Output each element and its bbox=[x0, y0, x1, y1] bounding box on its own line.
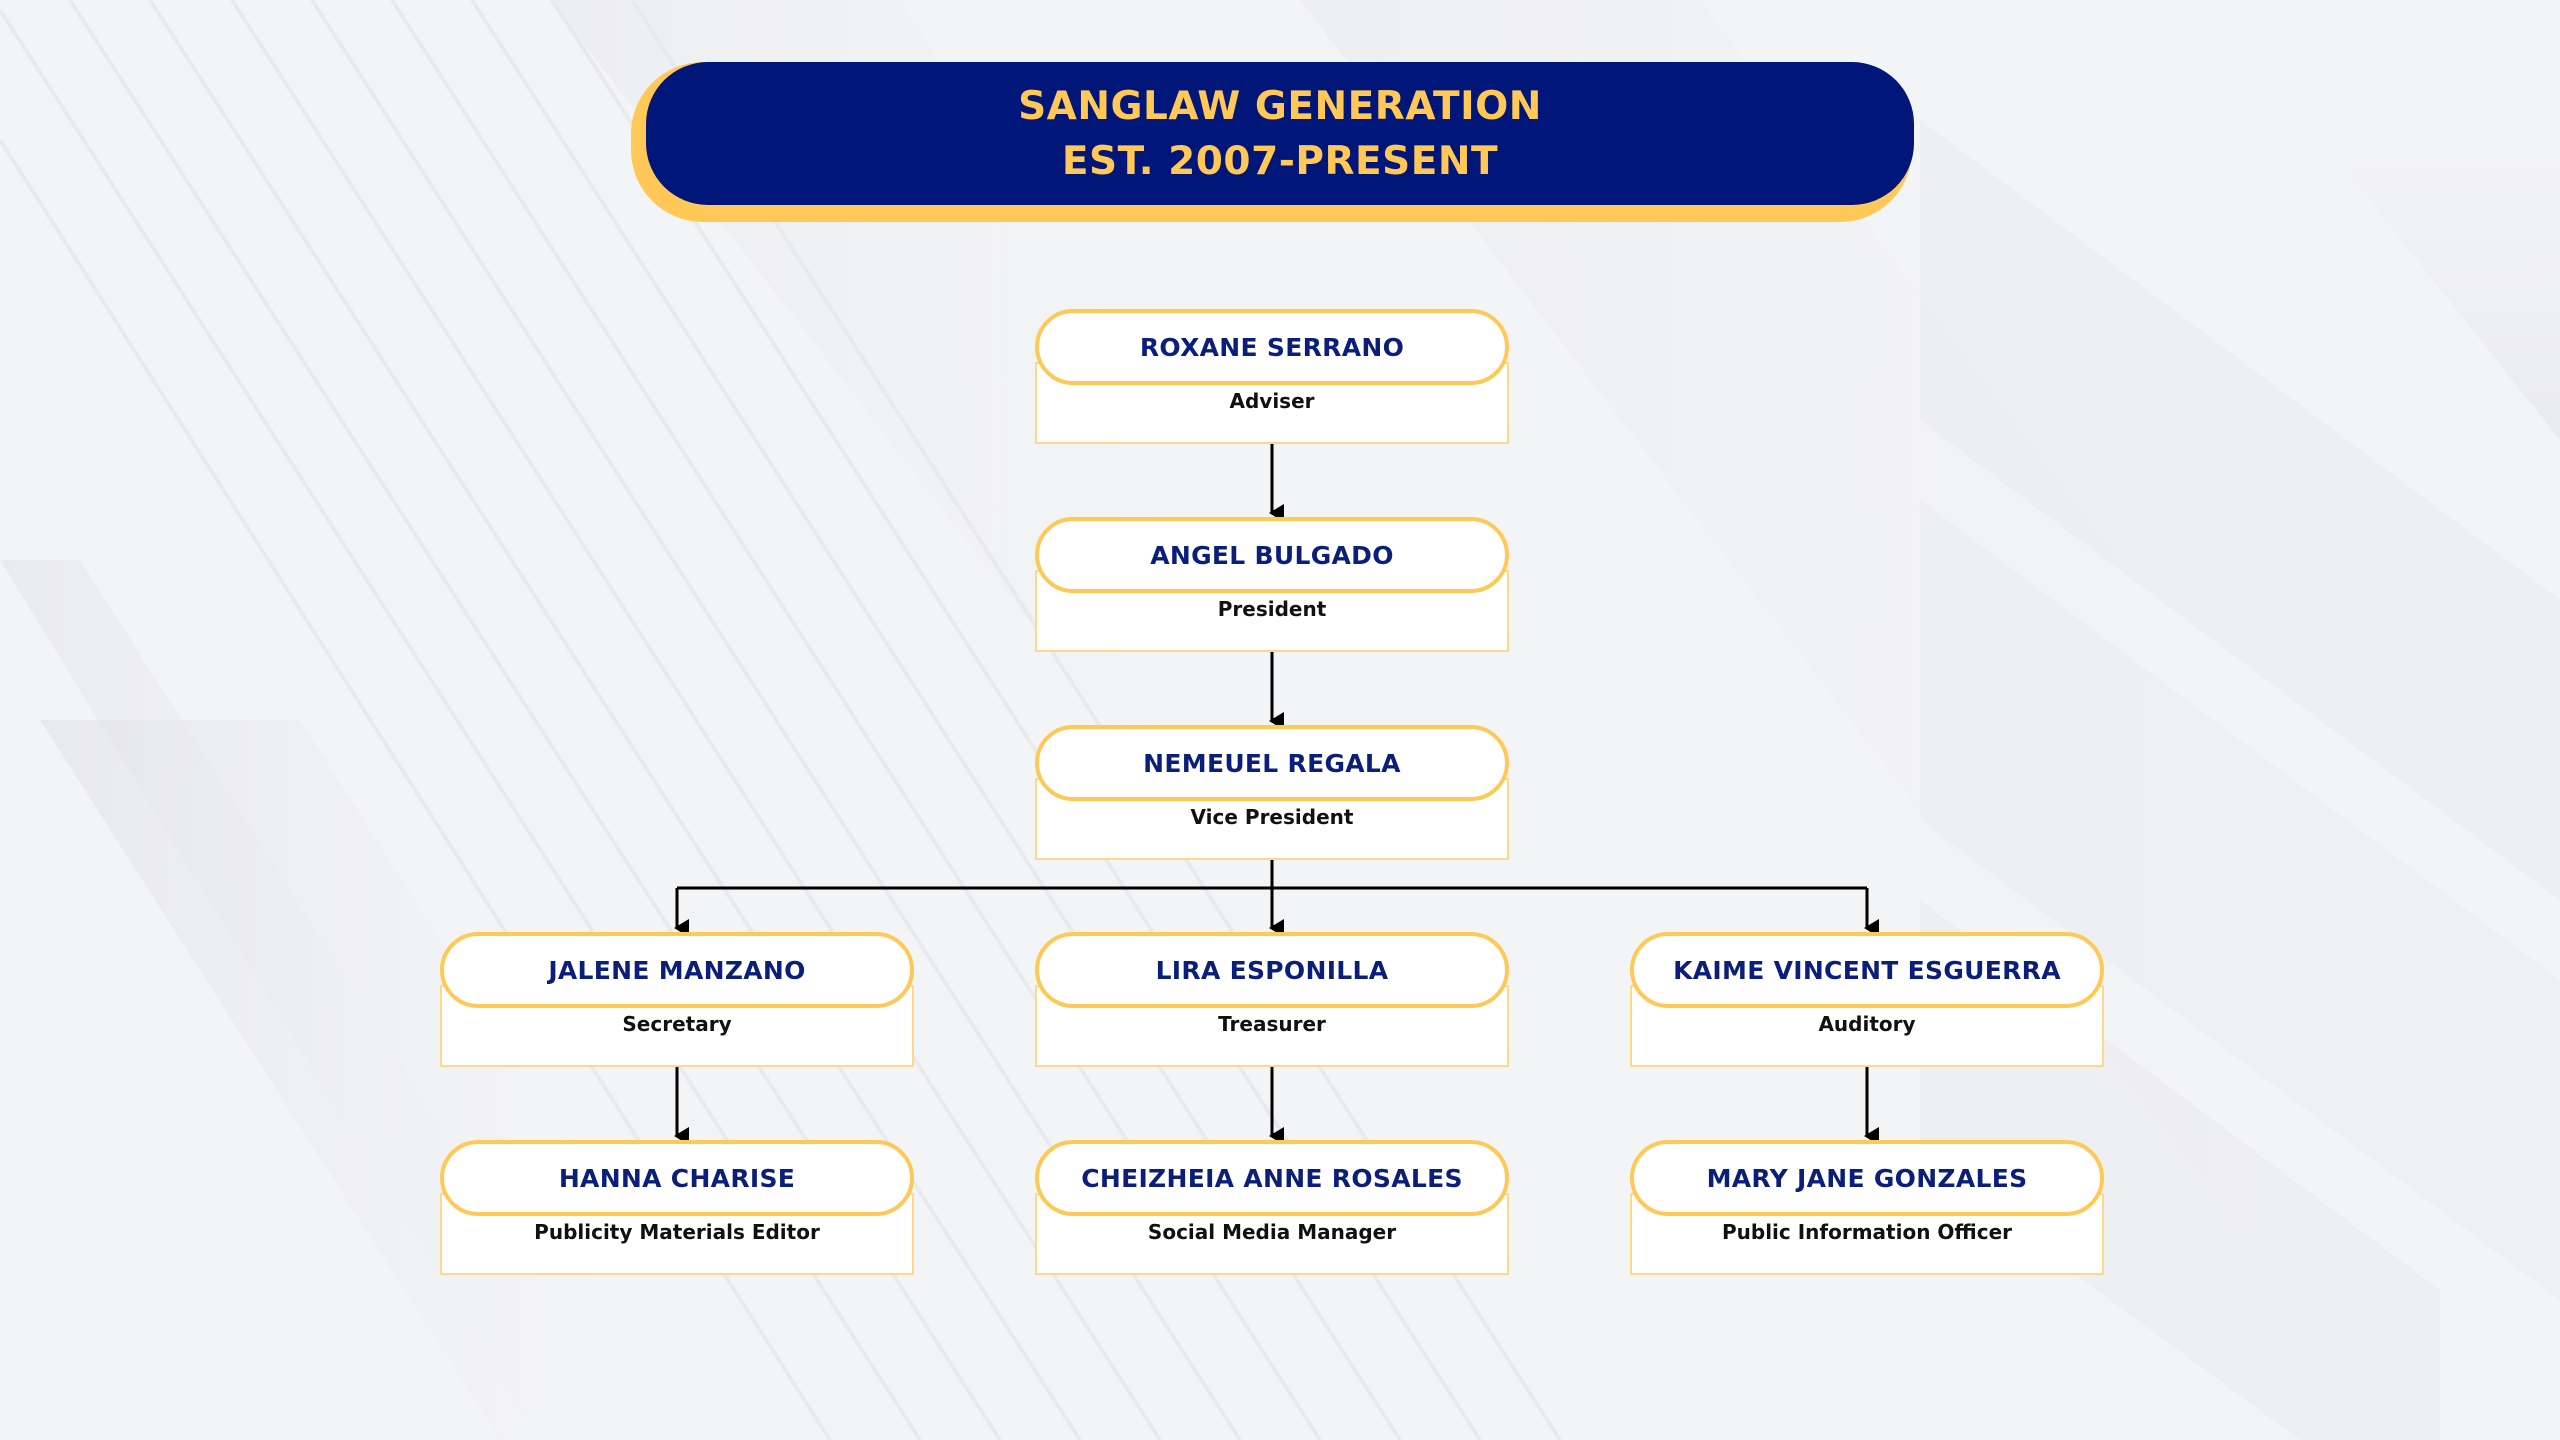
node-president: ANGEL BULGADO President bbox=[1035, 517, 1509, 652]
member-role: Publicity Materials Editor bbox=[534, 1220, 820, 1244]
member-name: HANNA CHARISE bbox=[440, 1140, 914, 1216]
node-treasurer: LIRA ESPONILLA Treasurer bbox=[1035, 932, 1509, 1067]
node-secretary: JALENE MANZANO Secretary bbox=[440, 932, 914, 1067]
member-role: Treasurer bbox=[1218, 1012, 1326, 1036]
node-vice-president: NEMEUEL REGALA Vice President bbox=[1035, 725, 1509, 860]
node-auditory: KAIME VINCENT ESGUERRA Auditory bbox=[1630, 932, 2104, 1067]
header-title: SANGLAW GENERATION bbox=[1018, 83, 1542, 129]
node-adviser: ROXANE SERRANO Adviser bbox=[1035, 309, 1509, 444]
member-role: Vice President bbox=[1190, 805, 1354, 829]
member-role: Secretary bbox=[622, 1012, 732, 1036]
member-role: Social Media Manager bbox=[1147, 1220, 1397, 1244]
member-name: LIRA ESPONILLA bbox=[1035, 932, 1509, 1008]
member-role: President bbox=[1217, 597, 1327, 621]
member-role: Auditory bbox=[1818, 1012, 1916, 1036]
node-social-media-manager: CHEIZHEIA ANNE ROSALES Social Media Mana… bbox=[1035, 1140, 1509, 1275]
node-publicity-editor: HANNA CHARISE Publicity Materials Editor bbox=[440, 1140, 914, 1275]
member-name: CHEIZHEIA ANNE ROSALES bbox=[1035, 1140, 1509, 1216]
header-subtitle: EST. 2007-PRESENT bbox=[1061, 138, 1499, 184]
member-name: KAIME VINCENT ESGUERRA bbox=[1630, 932, 2104, 1008]
member-role: Adviser bbox=[1229, 389, 1315, 413]
member-role: Public Information Officer bbox=[1721, 1220, 2012, 1244]
member-name: NEMEUEL REGALA bbox=[1035, 725, 1509, 801]
member-name: MARY JANE GONZALES bbox=[1630, 1140, 2104, 1216]
member-name: ANGEL BULGADO bbox=[1035, 517, 1509, 593]
node-public-info-officer: MARY JANE GONZALES Public Information Of… bbox=[1630, 1140, 2104, 1275]
member-name: JALENE MANZANO bbox=[440, 932, 914, 1008]
header-banner: SANGLAW GENERATION EST. 2007-PRESENT bbox=[646, 62, 1914, 205]
member-name: ROXANE SERRANO bbox=[1035, 309, 1509, 385]
